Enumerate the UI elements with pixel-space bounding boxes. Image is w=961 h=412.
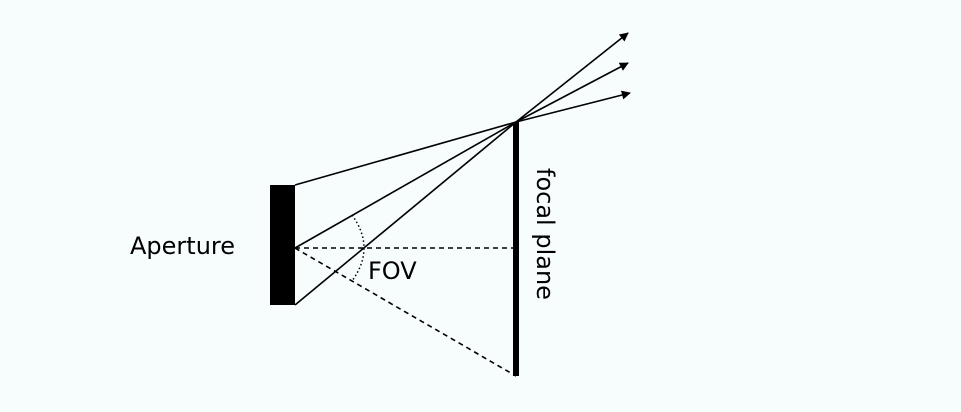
outgoing-ray-middle <box>515 62 629 123</box>
ray-middle <box>294 121 517 249</box>
fov-label: FOV <box>368 257 417 285</box>
aperture-label: Aperture <box>130 232 235 260</box>
ray-bottom <box>294 121 517 306</box>
focal-plane-label: focal plane <box>531 168 559 300</box>
outgoing-ray-bottom <box>515 90 631 123</box>
aperture-block <box>270 185 295 305</box>
fov-arc-dotted <box>351 214 365 282</box>
fov-edge-dashed <box>294 247 517 377</box>
outgoing-ray-top <box>515 32 629 123</box>
ray-top <box>294 121 517 186</box>
